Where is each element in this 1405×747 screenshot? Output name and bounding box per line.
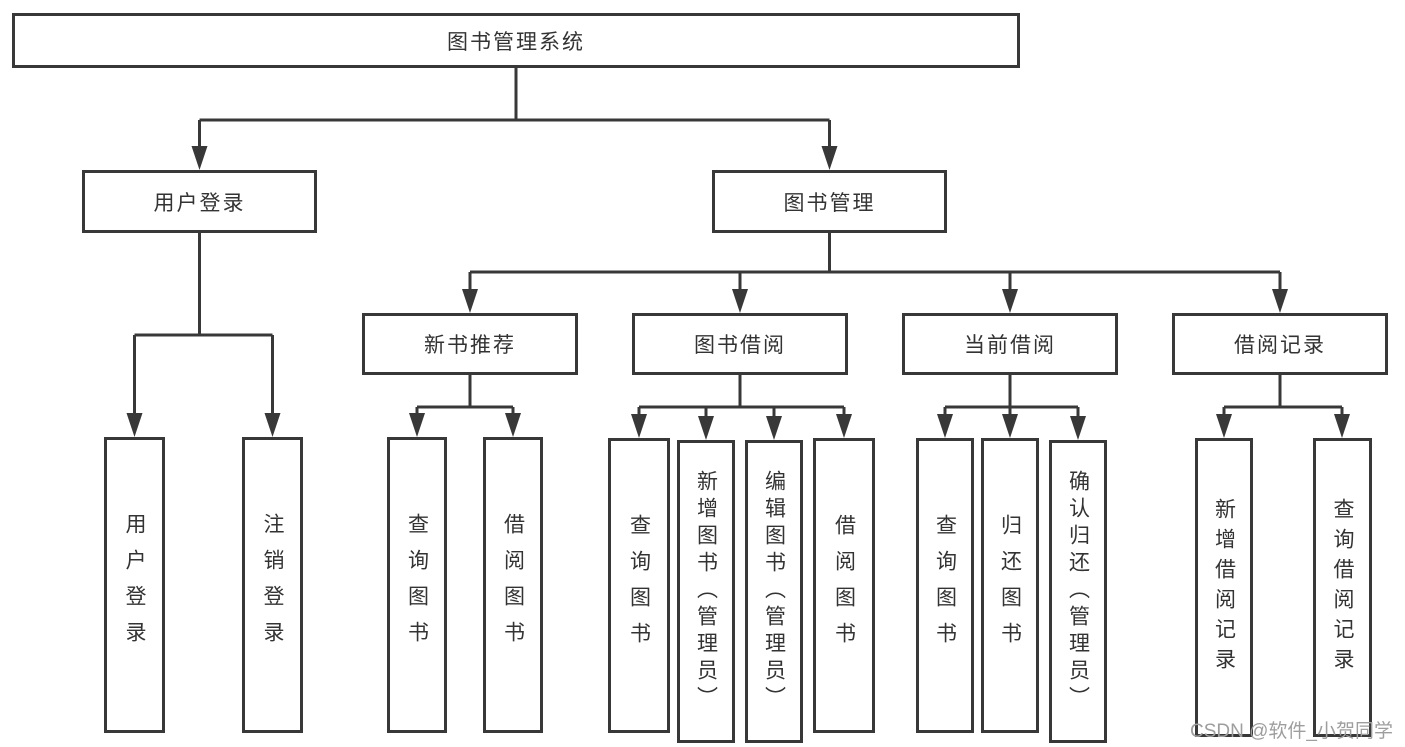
leaf-bb-borrow-books: 借阅图书 bbox=[813, 438, 875, 733]
leaf-logout: 注销登录 bbox=[242, 437, 303, 733]
edge-book-borrow bbox=[637, 375, 846, 434]
node-new-book-recommend: 新书推荐 bbox=[362, 313, 578, 375]
node-current-borrow: 当前借阅 bbox=[902, 313, 1118, 375]
leaf-bb-add-book-admin: 新增图书（管理员） bbox=[677, 440, 735, 743]
leaf-bb-query-books: 查询图书 bbox=[608, 438, 670, 733]
leaf-nb-query-books: 查询图书 bbox=[387, 437, 447, 733]
edge-book-management bbox=[468, 233, 1282, 307]
leaf-cb-confirm-return-admin: 确认归还（管理员） bbox=[1049, 440, 1107, 743]
node-borrow-records: 借阅记录 bbox=[1172, 313, 1388, 375]
watermark: CSDN @软件_小贺同学 bbox=[1190, 721, 1393, 742]
leaf-bb-edit-book-admin: 编辑图书（管理员） bbox=[745, 440, 803, 743]
node-user-login: 用户登录 bbox=[82, 170, 317, 233]
leaf-cb-query-books: 查询图书 bbox=[916, 438, 974, 733]
leaf-br-query-record: 查询借阅记录 bbox=[1313, 438, 1372, 737]
leaf-br-add-record: 新增借阅记录 bbox=[1195, 438, 1253, 737]
node-book-management: 图书管理 bbox=[712, 170, 947, 233]
node-library-system: 图书管理系统 bbox=[12, 13, 1020, 68]
edge-borrow-records bbox=[1222, 375, 1344, 432]
leaf-cb-return-books: 归还图书 bbox=[981, 438, 1039, 733]
edge-new-book-recommend bbox=[415, 375, 515, 431]
edge-root bbox=[198, 68, 831, 164]
arrow-heads bbox=[126, 146, 1350, 440]
edge-user-login bbox=[133, 233, 274, 431]
leaf-nb-borrow-books: 借阅图书 bbox=[483, 437, 543, 733]
node-book-borrow: 图书借阅 bbox=[632, 313, 848, 375]
leaf-user-login: 用户登录 bbox=[104, 437, 165, 733]
